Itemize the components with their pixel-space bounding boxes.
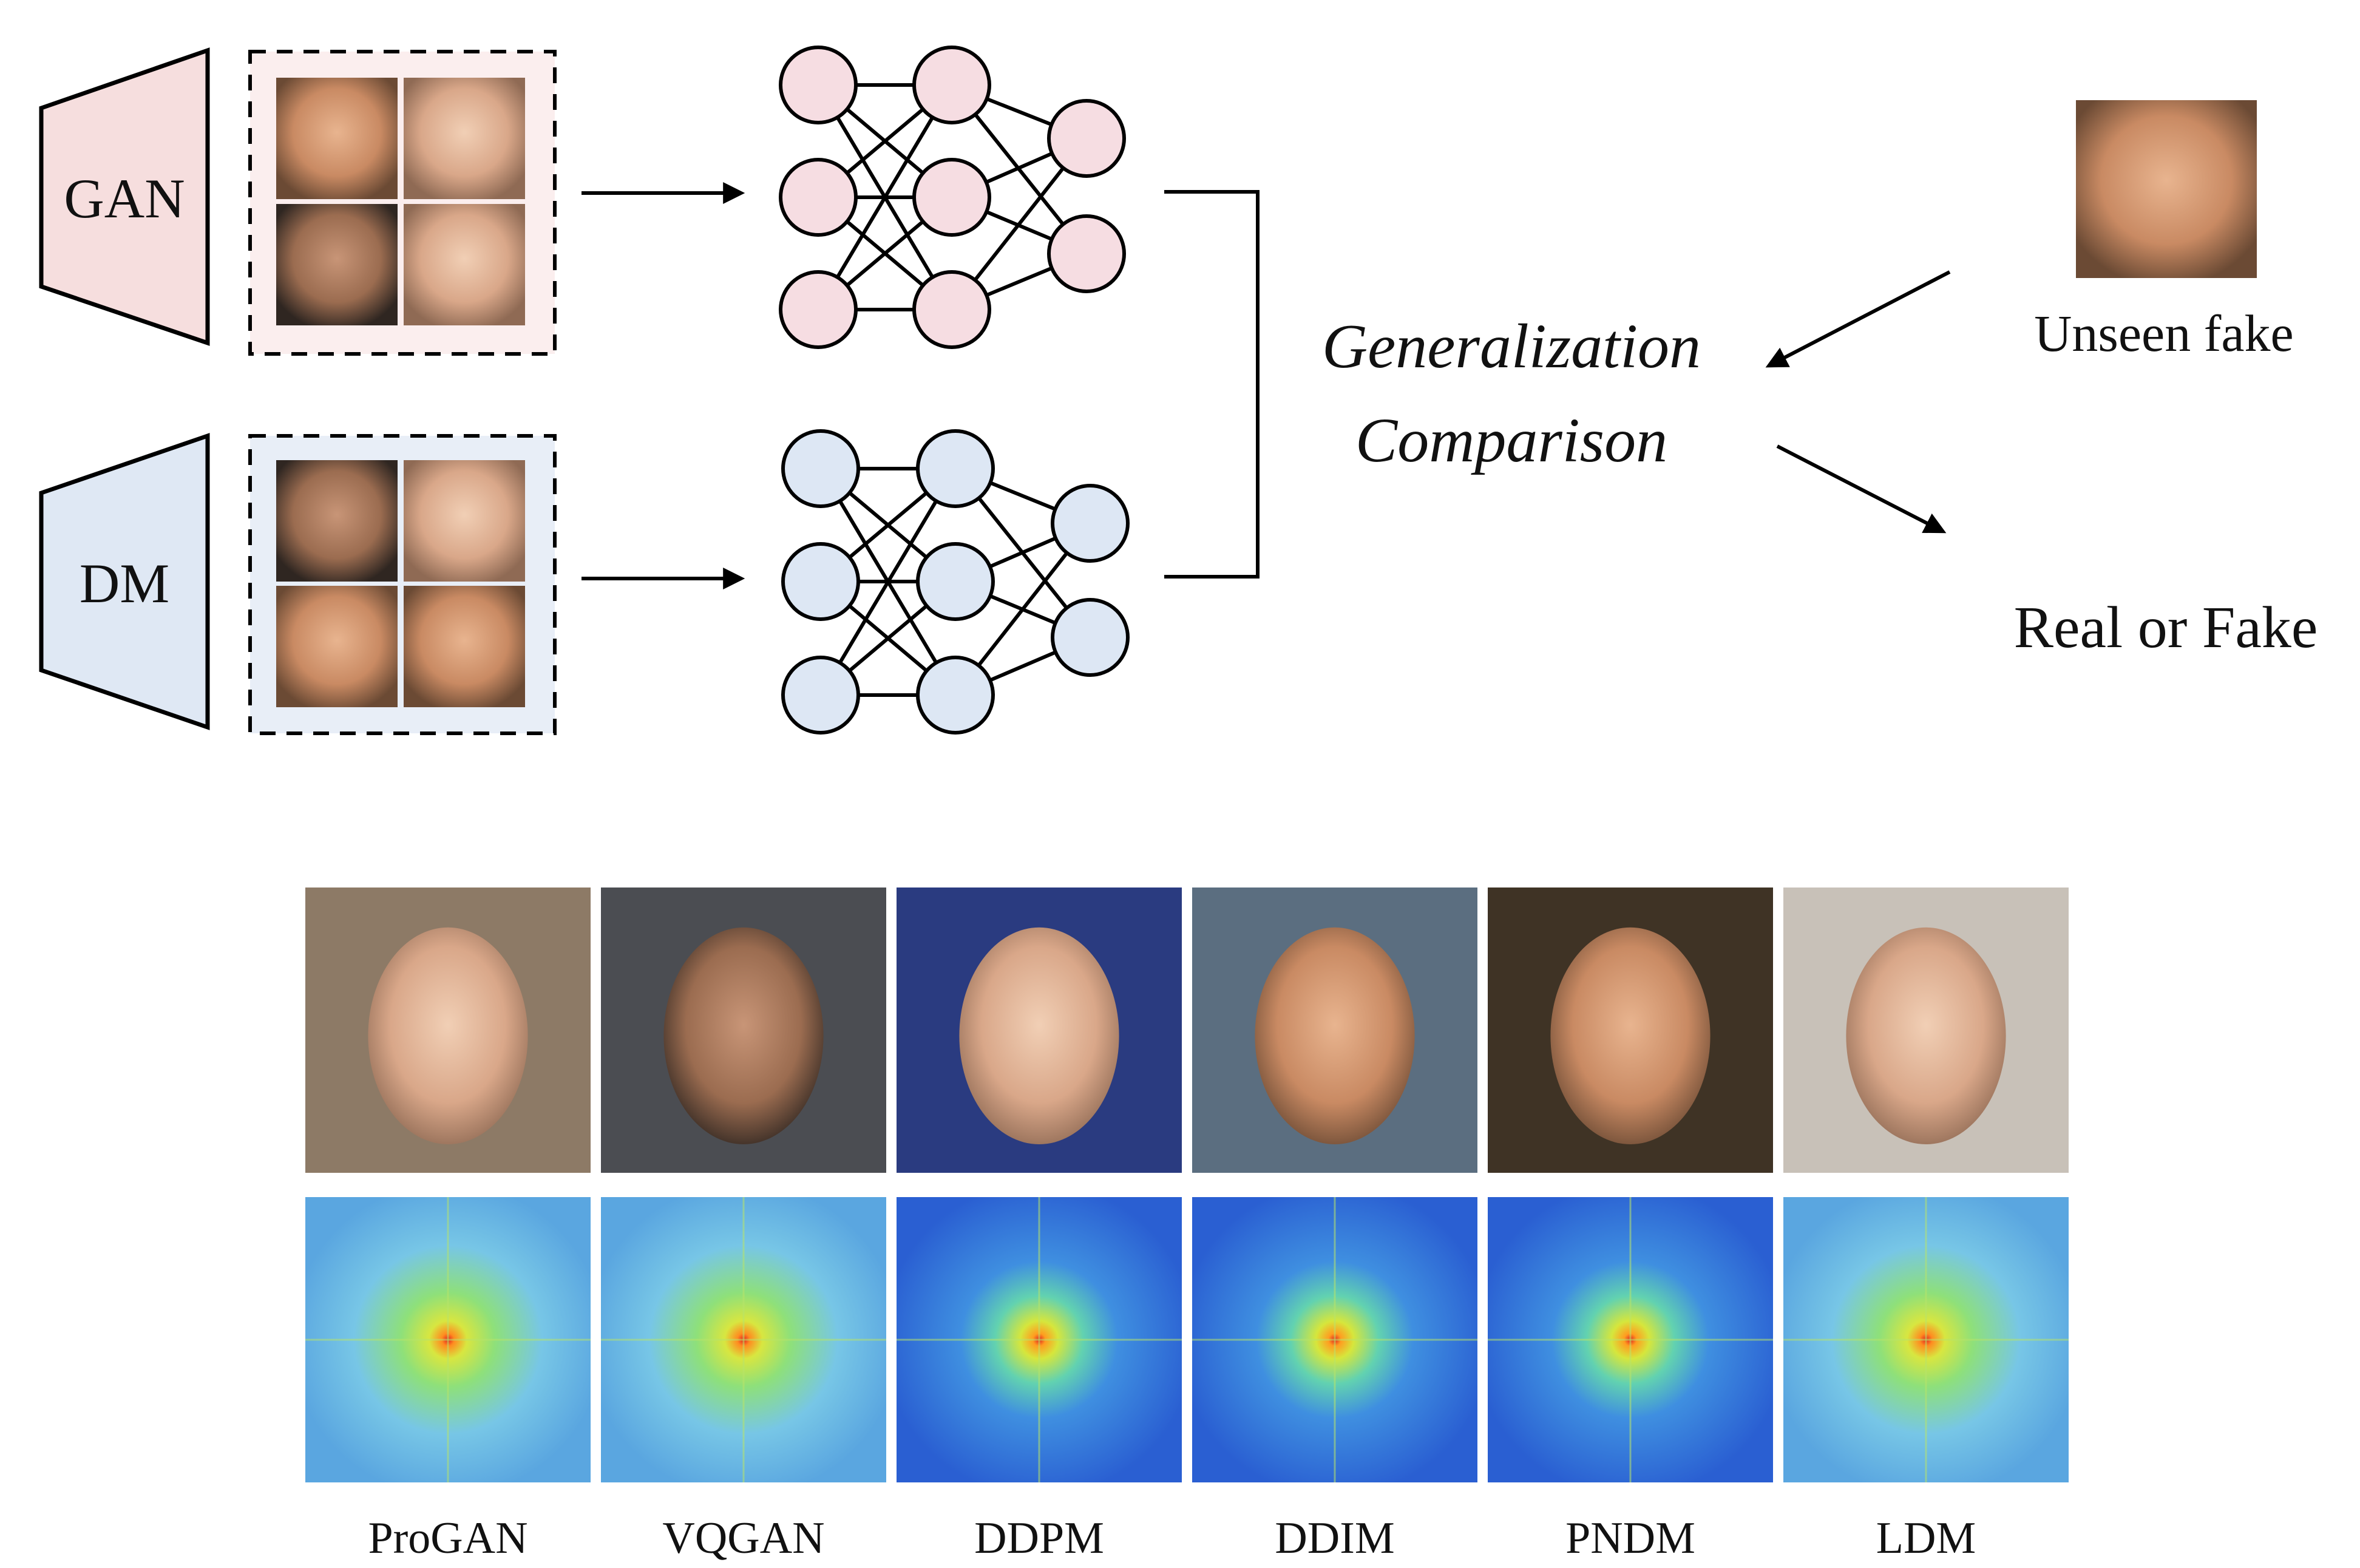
- face-shape: [1846, 927, 2006, 1144]
- gan-face-3: [276, 204, 398, 325]
- comparison-bracket: [1164, 190, 1260, 579]
- dm-node: [1051, 598, 1130, 677]
- gan-node: [1047, 214, 1126, 293]
- dm-node: [781, 429, 860, 508]
- gan-node: [779, 270, 858, 349]
- dm-node: [916, 542, 995, 621]
- gan-label: GAN: [64, 168, 185, 229]
- face-shape: [1550, 927, 1711, 1144]
- model-column: ProGAN: [305, 888, 591, 1563]
- model-column: PNDM: [1488, 888, 1773, 1563]
- model-name-label: DDPM: [974, 1513, 1104, 1563]
- dm-node: [916, 429, 995, 508]
- gan-face-2: [404, 78, 525, 199]
- model-name-label: VQGAN: [662, 1513, 824, 1563]
- model-column: LDM: [1783, 888, 2069, 1563]
- model-column: VQGAN: [601, 888, 886, 1563]
- dm-node: [781, 656, 860, 735]
- unseen-fake-label: Unseen fake: [2034, 304, 2293, 362]
- model-name-label: LDM: [1876, 1513, 1976, 1563]
- dm-node: [916, 656, 995, 735]
- gan-node: [912, 270, 991, 349]
- dm-face-1: [276, 460, 398, 582]
- face-shape: [959, 927, 1119, 1144]
- dm-node: [1051, 484, 1130, 563]
- unseen-fake-image: [2076, 100, 2257, 278]
- gan-sample-grid: [276, 78, 525, 325]
- comparison-line2: Comparison: [1355, 406, 1667, 475]
- model-name-label: DDIM: [1275, 1513, 1394, 1563]
- dm-face-2: [404, 460, 525, 582]
- dm-label: DM: [80, 552, 169, 614]
- gan-face-1: [276, 78, 398, 199]
- model-name-label: PNDM: [1565, 1513, 1695, 1563]
- gan-face-4: [404, 204, 525, 325]
- output-label: Real or Fake: [2014, 595, 2318, 660]
- gan-network: [779, 46, 1126, 349]
- dm-face-3: [276, 586, 398, 707]
- model-column: DDIM: [1192, 888, 1477, 1563]
- model-name-label: ProGAN: [368, 1513, 527, 1563]
- gan-node: [779, 46, 858, 124]
- unseen-to-comparison-arrow: [1765, 270, 1951, 368]
- gan-node: [912, 158, 991, 237]
- gan-generator-shape: [39, 47, 210, 346]
- face-shape: [368, 927, 528, 1144]
- dm-node: [781, 542, 860, 621]
- gan-node: [1047, 99, 1126, 178]
- dm-sample-grid: [276, 460, 525, 707]
- face-shape: [1255, 927, 1415, 1144]
- comparison-to-output-arrow: [1776, 444, 1947, 534]
- dm-generator-shape: [39, 433, 210, 730]
- model-column: DDPM: [897, 888, 1182, 1563]
- dm-face-4: [404, 586, 525, 707]
- dm-network: [781, 429, 1130, 735]
- gan-node: [912, 46, 991, 124]
- face-shape: [663, 927, 824, 1144]
- gan-node: [779, 158, 858, 237]
- comparison-line1: Generalization: [1322, 311, 1701, 381]
- model-comparison-row: ProGAN VQGAN DDPM DDIM PNDM LDM: [305, 888, 2069, 1563]
